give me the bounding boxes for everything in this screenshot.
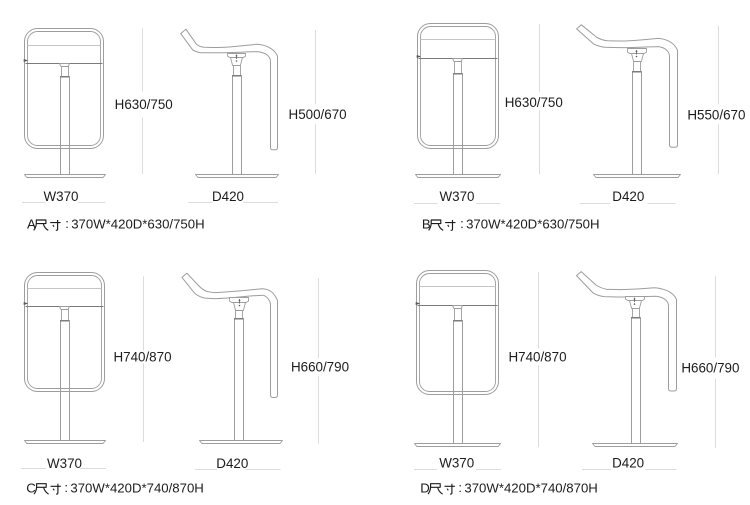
svg-text::: :	[458, 480, 462, 495]
svg-text:H630/750: H630/750	[505, 95, 563, 110]
svg-text:W370: W370	[439, 456, 474, 471]
svg-text:H740/870: H740/870	[508, 350, 566, 365]
svg-text::: :	[460, 216, 464, 231]
svg-text:W370: W370	[44, 189, 79, 204]
svg-text:H550/670: H550/670	[687, 108, 745, 123]
svg-text:H500/670: H500/670	[289, 107, 347, 122]
svg-text:H660/790: H660/790	[291, 360, 349, 375]
svg-text:370W*420D*630/750H: 370W*420D*630/750H	[71, 217, 204, 232]
svg-text:B: B	[422, 217, 431, 232]
svg-text:H740/870: H740/870	[113, 349, 171, 364]
svg-text:D420: D420	[212, 189, 244, 204]
svg-text:D420: D420	[612, 456, 644, 471]
svg-text::: :	[65, 216, 69, 231]
svg-text:H660/790: H660/790	[681, 360, 739, 375]
svg-text:W370: W370	[47, 456, 82, 471]
svg-text:W370: W370	[440, 189, 475, 204]
svg-text:370W*420D*740/870H: 370W*420D*740/870H	[70, 480, 203, 495]
svg-text:370W*420D*630/750H: 370W*420D*630/750H	[466, 217, 599, 232]
svg-text:D: D	[420, 480, 430, 495]
svg-text:C: C	[26, 480, 36, 495]
svg-text:D420: D420	[612, 189, 644, 204]
svg-text::: :	[64, 480, 68, 495]
svg-text:A: A	[27, 217, 36, 232]
svg-text:D420: D420	[216, 456, 248, 471]
svg-text:370W*420D*740/870H: 370W*420D*740/870H	[464, 480, 597, 495]
svg-text:H630/750: H630/750	[115, 97, 173, 112]
